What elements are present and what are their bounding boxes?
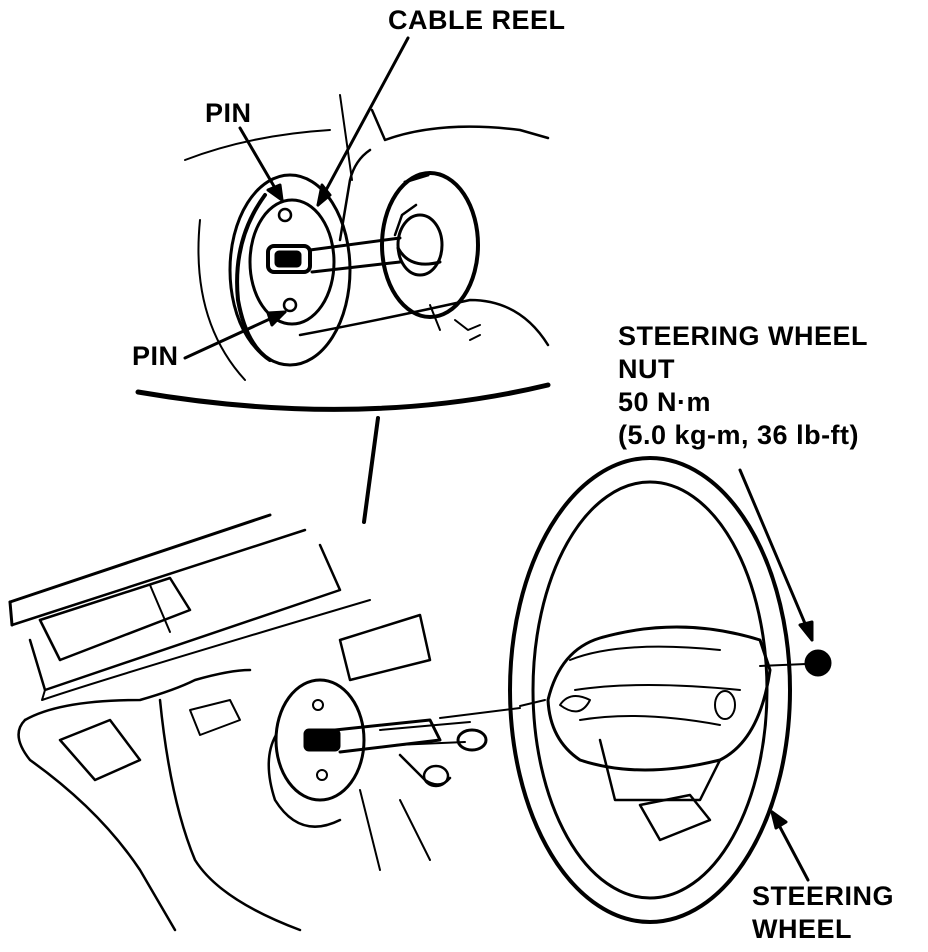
nut-torque-nm: 50 N·m xyxy=(618,387,712,417)
cable-reel-detail xyxy=(135,94,551,524)
cable-reel-label: CABLE REEL xyxy=(388,5,566,35)
steering-wheel xyxy=(508,456,832,924)
nut-torque-alt: (5.0 kg-m, 36 lb-ft) xyxy=(618,420,860,450)
pin-upper-label: PIN xyxy=(205,98,252,128)
dashboard-view xyxy=(8,513,521,932)
nut-label-line1: STEERING WHEEL xyxy=(618,321,869,351)
wheel-label-line1: STEERING xyxy=(752,881,895,911)
wheel-label-line2: WHEEL xyxy=(752,914,852,944)
steering-wheel-nut-label: STEERING WHEEL NUT 50 N·m (5.0 kg-m, 36 … xyxy=(618,320,868,452)
pin-lower-label: PIN xyxy=(132,341,179,371)
nut-label-line2: NUT xyxy=(618,354,675,384)
steering-wheel-label: STEERING WHEEL xyxy=(752,880,894,946)
leader-lines xyxy=(183,36,814,882)
